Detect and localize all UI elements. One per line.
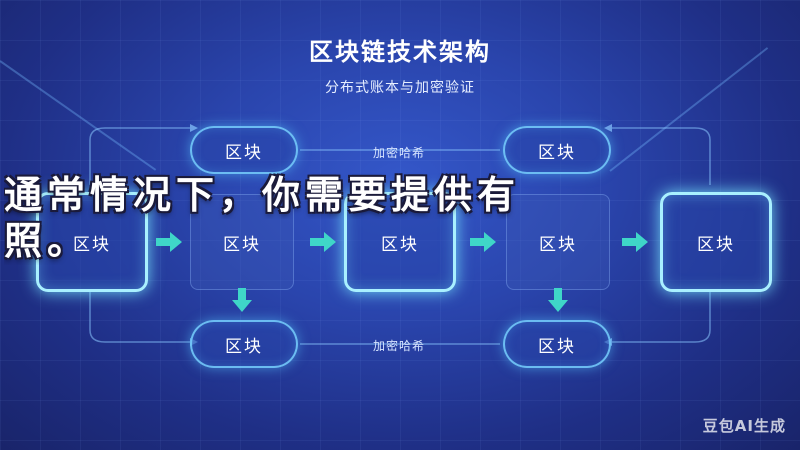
block-mid-4: 区块 <box>506 194 610 290</box>
block-top-left: 区块 <box>190 126 298 174</box>
encrypt-hash-label-top: 加密哈希 <box>373 146 426 160</box>
block-bottom-right: 区块 <box>503 320 611 368</box>
watermark: 豆包AI生成 <box>702 417 786 435</box>
block-top-right: 区块 <box>503 126 611 174</box>
block-mid-1: 区块 <box>36 192 148 292</box>
block-mid-5: 区块 <box>660 192 772 292</box>
arrow-down-icon <box>232 288 252 312</box>
arrow-right-icon <box>622 232 648 252</box>
page-subtitle: 分布式账本与加密验证 <box>325 80 475 96</box>
arrow-right-icon <box>156 232 182 252</box>
overlay-caption-line2: 照。 <box>4 218 91 263</box>
block-mid-3: 区块 <box>344 192 456 292</box>
arrow-right-icon <box>310 232 336 252</box>
encrypt-hash-label-bottom: 加密哈希 <box>373 339 426 353</box>
block-bottom-left: 区块 <box>190 320 298 368</box>
arrow-right-icon <box>470 232 496 252</box>
block-mid-2: 区块 <box>190 194 294 290</box>
arrow-down-icon <box>548 288 568 312</box>
page-title: 区块链技术架构 <box>309 38 491 66</box>
overlay-caption-line1: 通常情况下，你需要提供有 <box>4 172 521 217</box>
